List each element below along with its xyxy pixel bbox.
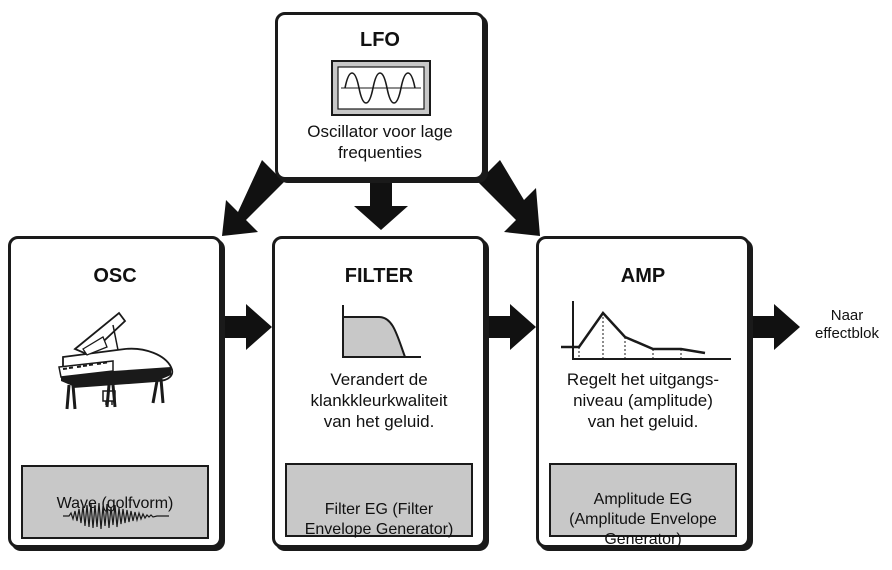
osc-title: OSC — [93, 265, 137, 287]
filter-eg-panel: Filter EG (Filter Envelope Generator) — [285, 463, 473, 538]
arrow-amp-to-output — [750, 304, 800, 350]
arrow-lfo-to-filter — [354, 178, 408, 230]
amp-title: AMP — [620, 265, 666, 287]
arrow-filter-to-amp — [486, 304, 536, 350]
signal-flow-arrows — [222, 160, 800, 350]
amplitude-envelope-icon — [561, 301, 731, 360]
lfo-title: LFO — [360, 29, 400, 51]
lowpass-filter-icon — [342, 305, 421, 358]
grand-piano-icon — [58, 311, 174, 410]
filter-eg-label: Filter EG (Filter Envelope Generator) — [304, 501, 454, 538]
amp-eg-panel: Amplitude EG (Amplitude Envelope Generat… — [549, 463, 737, 548]
lfo-description: Oscillator voor lage frequenties — [307, 122, 453, 162]
amp-eg-label: Amplitude EG (Amplitude Envelope Generat… — [569, 491, 717, 548]
sine-wave-icon — [331, 60, 431, 116]
osc-block: OSC Wave (golfvorm) — [8, 236, 222, 548]
amp-block: AMP Regelt het uitgangs- niveau (amplitu… — [536, 236, 750, 548]
arrow-osc-to-filter — [222, 304, 272, 350]
waveform-icon — [63, 502, 169, 530]
filter-block: FILTER Verandert de klankkleurkwaliteit … — [272, 236, 486, 548]
arrow-lfo-to-osc — [222, 160, 284, 236]
osc-wave-panel: Wave (golfvorm) — [21, 465, 209, 539]
lfo-block: LFO Oscillator voor lage frequenties — [275, 12, 485, 180]
filter-description: Verandert de klankkleurkwaliteit van het… — [310, 370, 448, 431]
output-label: Naar effectblok — [815, 307, 879, 342]
filter-title: FILTER — [344, 265, 414, 287]
arrow-lfo-to-amp — [478, 160, 540, 236]
amp-description: Regelt het uitgangs- niveau (amplitude) … — [566, 370, 720, 431]
